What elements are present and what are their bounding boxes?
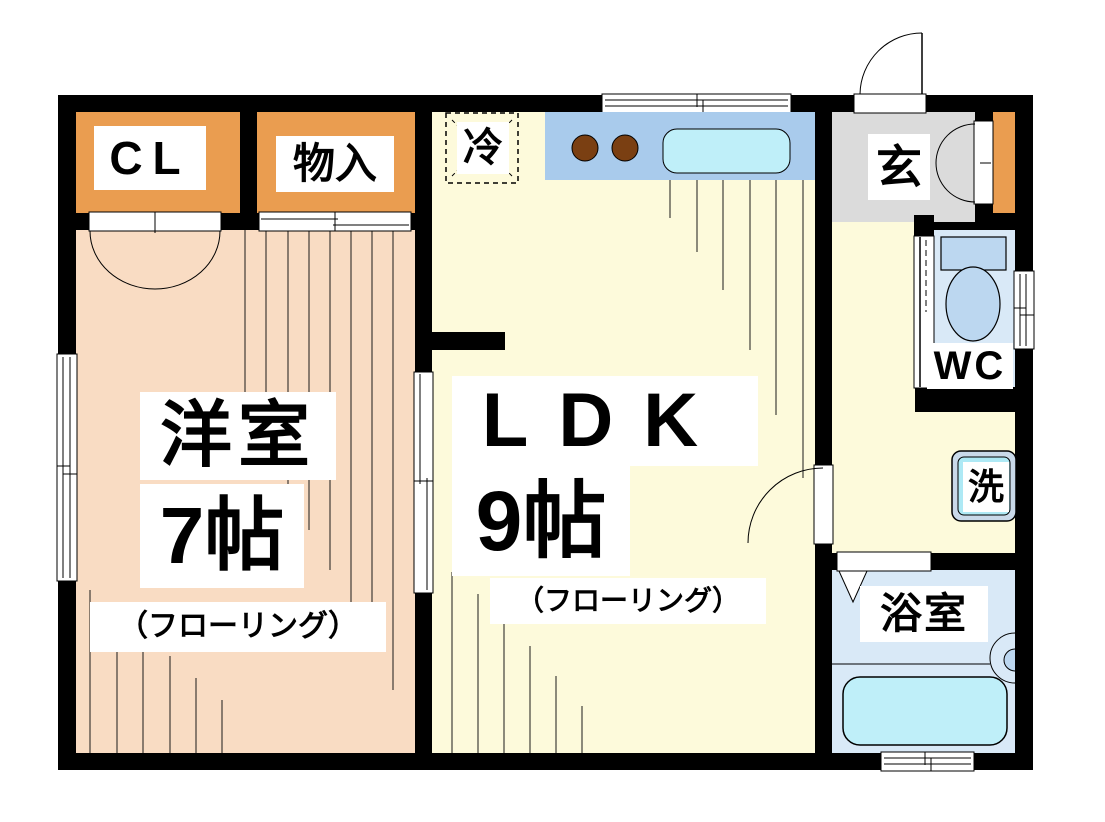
wc-label: WC [927, 343, 1013, 389]
ldk-size: 9帖 [452, 466, 630, 576]
bathtub [842, 676, 1008, 746]
ldk-door-swing [747, 464, 834, 545]
storage-label: 物入 [276, 136, 394, 192]
front-door-swing [853, 32, 927, 114]
window-kitchen-top [601, 93, 792, 114]
laundry-label: 洗 [963, 462, 1009, 512]
storage-sliding-door [258, 211, 412, 232]
western-room-name: 洋室 [140, 392, 336, 480]
hallway [832, 222, 915, 553]
toilet [940, 236, 1007, 342]
ldk-name: LDK [452, 376, 758, 466]
bath-faucet [989, 632, 1016, 684]
western-room-size: 7帖 [140, 484, 304, 588]
western-ldk-sliding-door [413, 371, 434, 594]
shoe-closet [993, 112, 1015, 213]
entrance-closet-door [935, 120, 994, 205]
closet-cl-label: CL [94, 126, 206, 190]
stove-burner-right [611, 134, 639, 162]
wc-corner-wall [914, 215, 934, 237]
window-western-left [56, 353, 78, 582]
entrance-label: 玄 [868, 134, 930, 200]
cl-door-swing [88, 211, 222, 290]
stove-burner-left [571, 134, 599, 162]
bath-faucet-knob [1003, 648, 1016, 672]
kitchen-sink [662, 128, 791, 174]
window-bathroom-bottom [880, 751, 975, 772]
refrigerator-label: 冷 [457, 122, 509, 174]
western-room-flooring-note: （フローリング） [90, 602, 386, 652]
ldk-flooring-note: （フローリング） [490, 578, 766, 624]
window-wc-right [1013, 270, 1035, 350]
bathroom-label: 浴室 [860, 586, 988, 642]
ldk-stub-wall [432, 332, 505, 350]
